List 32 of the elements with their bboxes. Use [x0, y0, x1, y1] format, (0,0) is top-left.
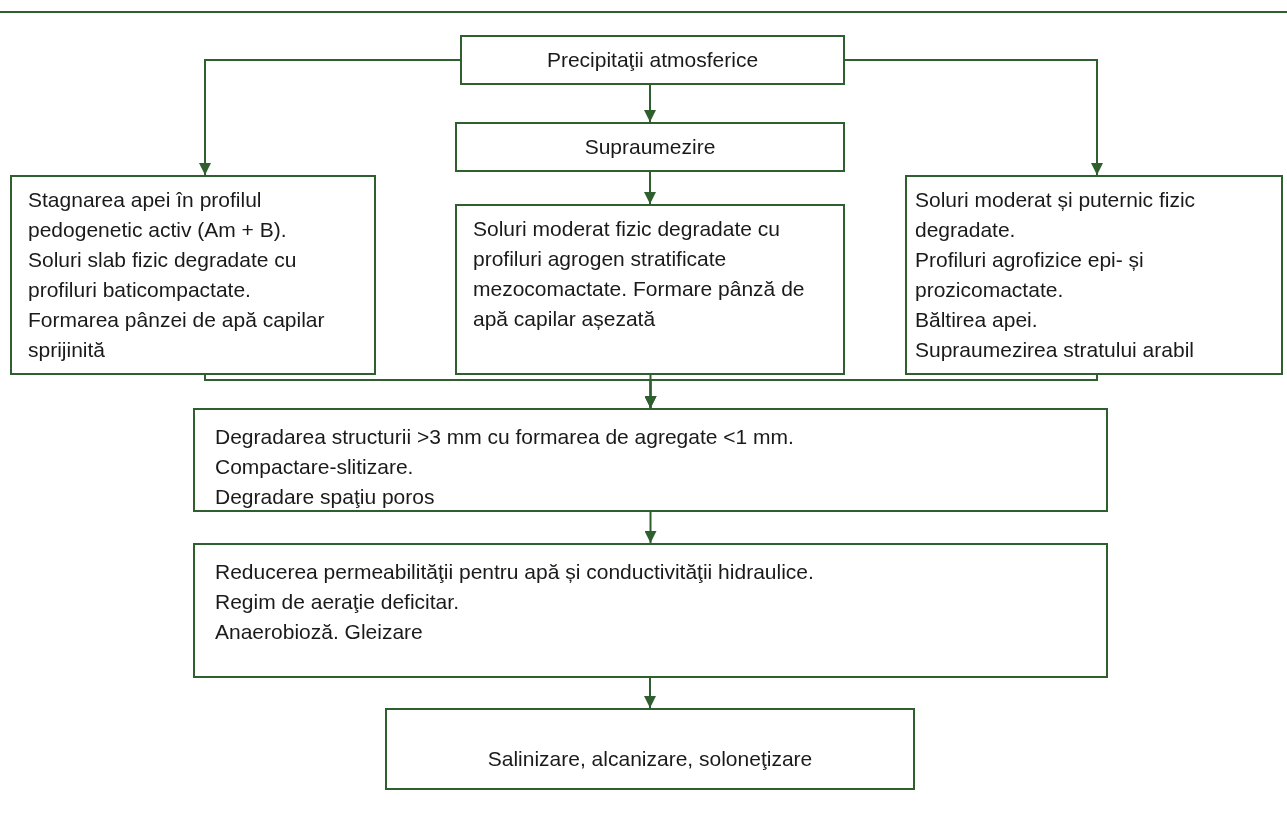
arrow — [199, 59, 461, 176]
box-text: Soluri moderat și puternic fizic degradate. — [915, 187, 1197, 243]
box-text: Compactare-slitizare. — [215, 454, 414, 480]
box-text: Soluri moderat fizic degradate cu profiluri agrogen stratificate mezocomactate. Formare pânză de apă capilar așezată — [473, 216, 806, 332]
process-box — [460, 35, 845, 85]
arrow — [644, 511, 657, 544]
box-text: Regim de aeraţie deficitar. — [215, 589, 459, 615]
process-box — [455, 122, 845, 172]
box-text: Precipitaţii atmosferice — [546, 47, 759, 73]
box-text: Supraumezirea stratului arabil — [915, 337, 1194, 363]
process-box — [193, 543, 1108, 678]
box-text: Degradare spaţiu poros — [215, 484, 435, 510]
arrow — [644, 374, 1098, 409]
box-text: Profiluri agrofizice epi- și prozicomactate. — [915, 247, 1145, 303]
process-box — [385, 708, 915, 790]
box-text: Degradarea structurii >3 mm cu formarea de agregate <1 mm. — [215, 424, 794, 450]
arrow — [644, 84, 656, 123]
box-text: Salinizare, alcanizare, soloneţizare — [487, 746, 813, 772]
box-text: Reducerea permeabilităţii pentru apă și conductivităţii hidraulice. — [215, 559, 814, 585]
process-box — [193, 408, 1108, 512]
box-text: Stagnarea apei în profilul pedogenetic activ (Am + B). — [28, 187, 288, 243]
box-text: Supraumezire — [584, 134, 716, 160]
arrow — [644, 677, 656, 709]
process-box — [905, 175, 1283, 375]
box-text: Băltirea apei. — [915, 307, 1038, 333]
arrow — [844, 59, 1103, 176]
box-text: Soluri slab fizic degradate cu profiluri baticompactate. — [28, 247, 298, 303]
box-text: Anaerobioză. Gleizare — [215, 619, 423, 645]
process-box — [455, 204, 845, 375]
process-box — [10, 175, 376, 375]
box-text: Formarea pânzei de apă capilar sprijinită — [28, 307, 326, 363]
arrow — [644, 171, 656, 205]
